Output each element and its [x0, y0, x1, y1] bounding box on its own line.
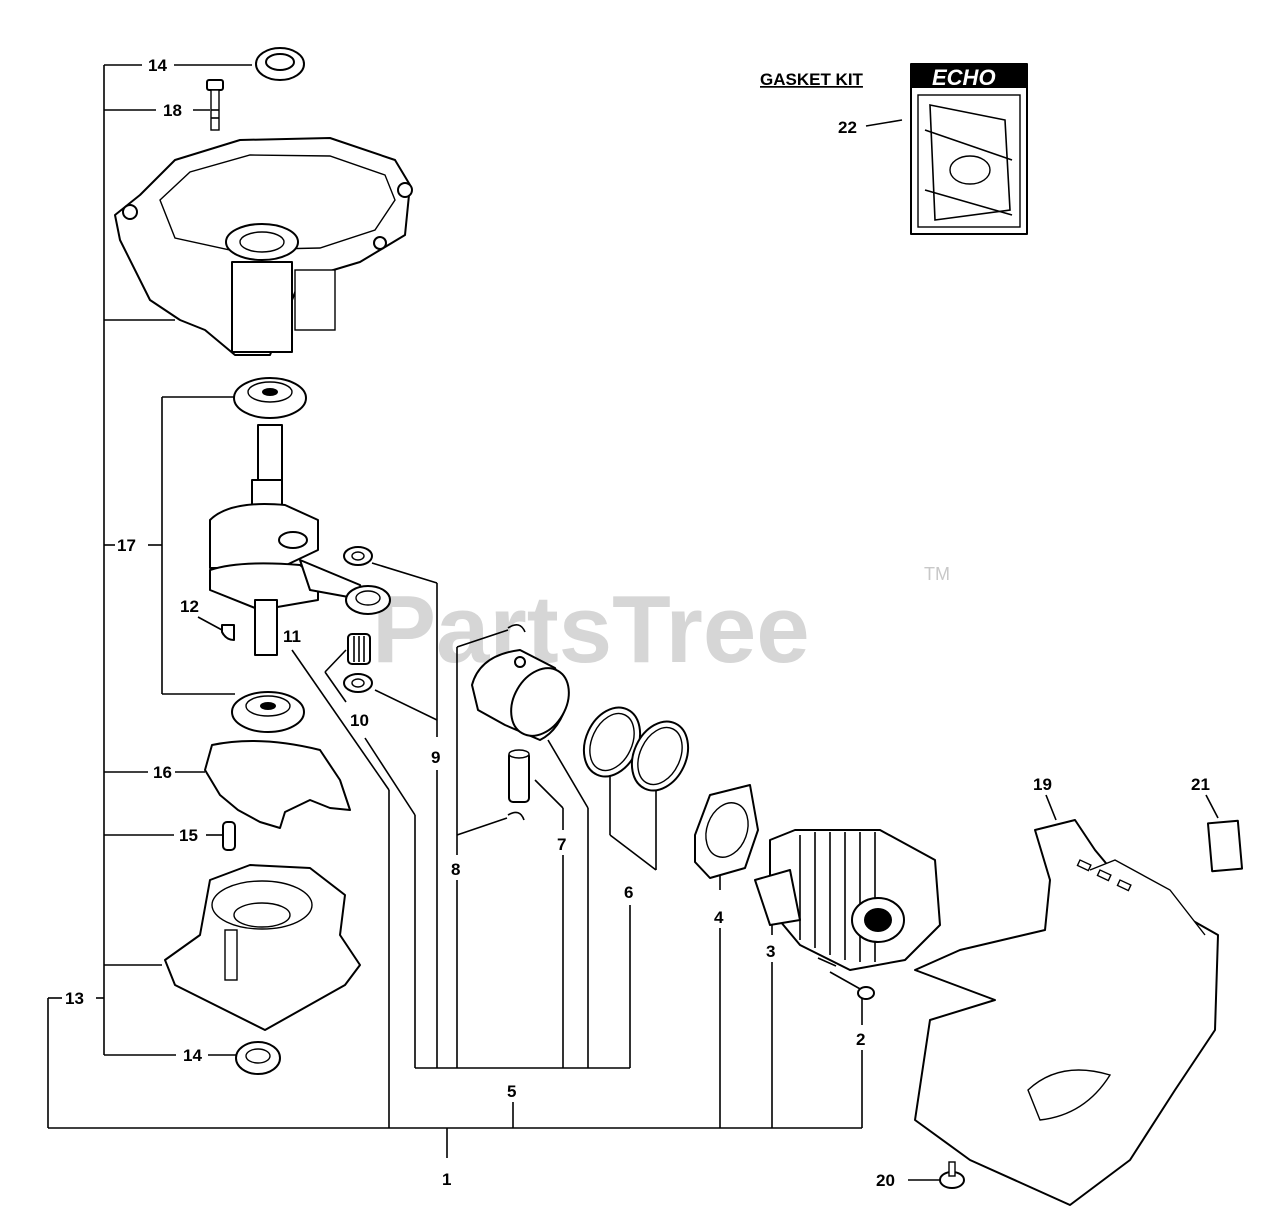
- callout-10: 10: [350, 711, 369, 730]
- bearing-upper: [233, 377, 307, 419]
- gasket-kit: GASKET KIT ECHO: [760, 63, 1028, 235]
- bearing-lower: [231, 691, 305, 733]
- callout-15: 15: [179, 826, 198, 845]
- callout-6: 6: [624, 883, 633, 902]
- oil-seal-top: [255, 47, 305, 81]
- bolt: [206, 79, 224, 131]
- callouts: 1 2 3 4 5 6 7 8 9 10 11 12 13 14 14 15 1…: [65, 56, 1210, 1190]
- leader-lines: [47, 64, 1219, 1181]
- woodruff-key: [221, 624, 235, 641]
- callout-9: 9: [431, 748, 440, 767]
- callout-7: 7: [557, 835, 566, 854]
- callout-4: 4: [714, 908, 724, 927]
- piston-rings: [582, 706, 690, 792]
- callout-11: 11: [283, 627, 301, 646]
- oil-seal-bottom: [235, 1041, 281, 1075]
- callout-18: 18: [163, 101, 182, 120]
- callout-14-bottom: 14: [183, 1046, 202, 1065]
- callout-3: 3: [766, 942, 775, 961]
- thrust-washers: [343, 546, 373, 693]
- callout-22: 22: [838, 118, 857, 137]
- watermark-text: PartsTree: [372, 576, 810, 683]
- callout-17: 17: [117, 536, 136, 555]
- echo-brand: ECHO: [932, 65, 996, 90]
- crankshaft: [209, 424, 391, 656]
- callout-19: 19: [1033, 775, 1052, 794]
- piston-pin-clips: [507, 624, 526, 821]
- crankcase-lower: [164, 864, 361, 1031]
- callout-8: 8: [451, 860, 460, 879]
- cylinder-gasket: [694, 784, 759, 879]
- echo-logo: [911, 64, 1027, 88]
- dowel-pin: [222, 821, 236, 851]
- needle-bearing: [347, 633, 371, 665]
- callout-12: 12: [180, 597, 199, 616]
- label-decal: [1206, 819, 1244, 873]
- callout-1: 1: [442, 1170, 451, 1189]
- piston: [471, 649, 570, 741]
- watermark: PartsTree TM: [372, 564, 950, 683]
- watermark-trademark: TM: [924, 564, 950, 584]
- callout-14-top: 14: [148, 56, 167, 75]
- callout-2: 2: [856, 1030, 865, 1049]
- cylinder-bolt: [829, 971, 875, 1000]
- callout-16: 16: [153, 763, 172, 782]
- cover-screw: [939, 1161, 965, 1189]
- callout-5: 5: [507, 1082, 516, 1101]
- crankcase-upper: [114, 137, 413, 356]
- cylinder: [754, 829, 941, 971]
- engine-cover: [914, 819, 1219, 1206]
- callout-20: 20: [876, 1171, 895, 1190]
- piston-pin: [508, 749, 530, 803]
- callout-13: 13: [65, 989, 84, 1008]
- crankcase-gasket: [204, 740, 351, 829]
- gasket-kit-title: GASKET KIT: [760, 70, 864, 89]
- callout-21: 21: [1191, 775, 1210, 794]
